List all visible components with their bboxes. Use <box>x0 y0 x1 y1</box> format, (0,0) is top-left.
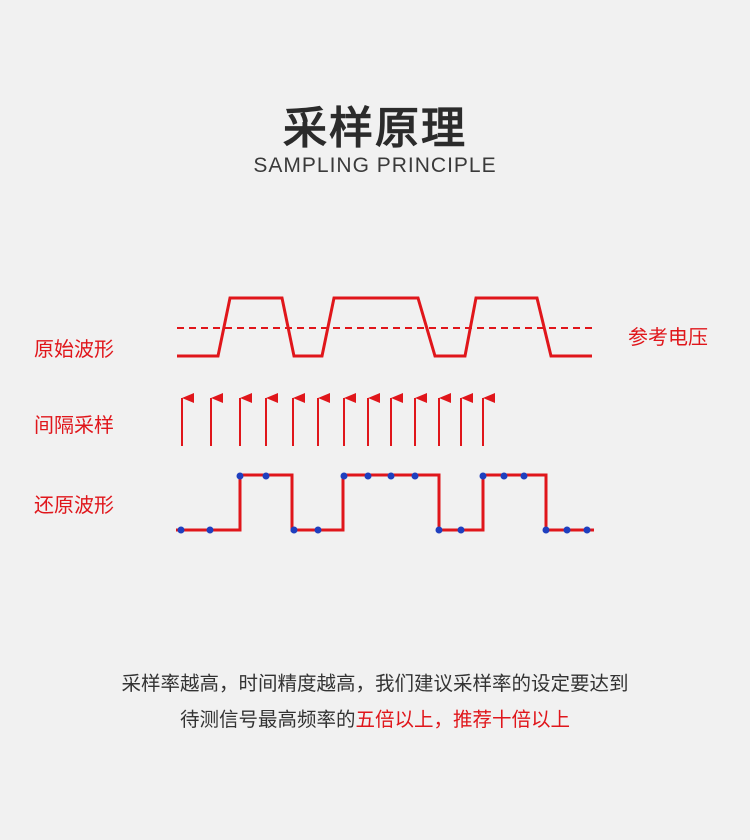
sample-dot <box>364 472 372 480</box>
sample-dot <box>387 472 395 480</box>
original-waveform-label: 原始波形 <box>34 337 114 361</box>
sample-dot <box>520 472 528 480</box>
sample-dot <box>177 526 185 534</box>
sample-dot <box>236 472 244 480</box>
sample-dot <box>314 526 322 534</box>
sample-dot <box>435 526 443 534</box>
reference-voltage-label: 参考电压 <box>628 325 708 349</box>
sample-dot <box>500 472 508 480</box>
sample-points <box>177 472 591 534</box>
sample-dot <box>262 472 270 480</box>
sample-dot <box>290 526 298 534</box>
caption-highlight: 五倍以上，推荐十倍以上 <box>355 708 571 731</box>
sample-dot <box>542 526 550 534</box>
original-waveform <box>177 296 592 358</box>
sample-dot <box>479 472 487 480</box>
restored-waveform <box>176 473 594 532</box>
page-subtitle: SAMPLING PRINCIPLE <box>253 154 497 177</box>
sample-dot <box>206 526 214 534</box>
caption-line-2: 待测信号最高频率的五倍以上，推荐十倍以上 <box>0 703 750 732</box>
sample-dot <box>563 526 571 534</box>
sample-dot <box>583 526 591 534</box>
restored-waveform-label: 还原波形 <box>34 493 114 517</box>
sample-dot <box>457 526 465 534</box>
interval-sampling-label: 间隔采样 <box>34 413 114 437</box>
page-title: 采样原理 <box>283 103 467 154</box>
sample-dot <box>411 472 419 480</box>
caption-line-2-prefix: 待测信号最高频率的 <box>179 708 356 731</box>
sampling-arrows <box>181 393 495 446</box>
caption-line-1: 采样率越高，时间精度越高，我们建议采样率的设定要达到 <box>121 672 629 695</box>
sample-dot <box>340 472 348 480</box>
